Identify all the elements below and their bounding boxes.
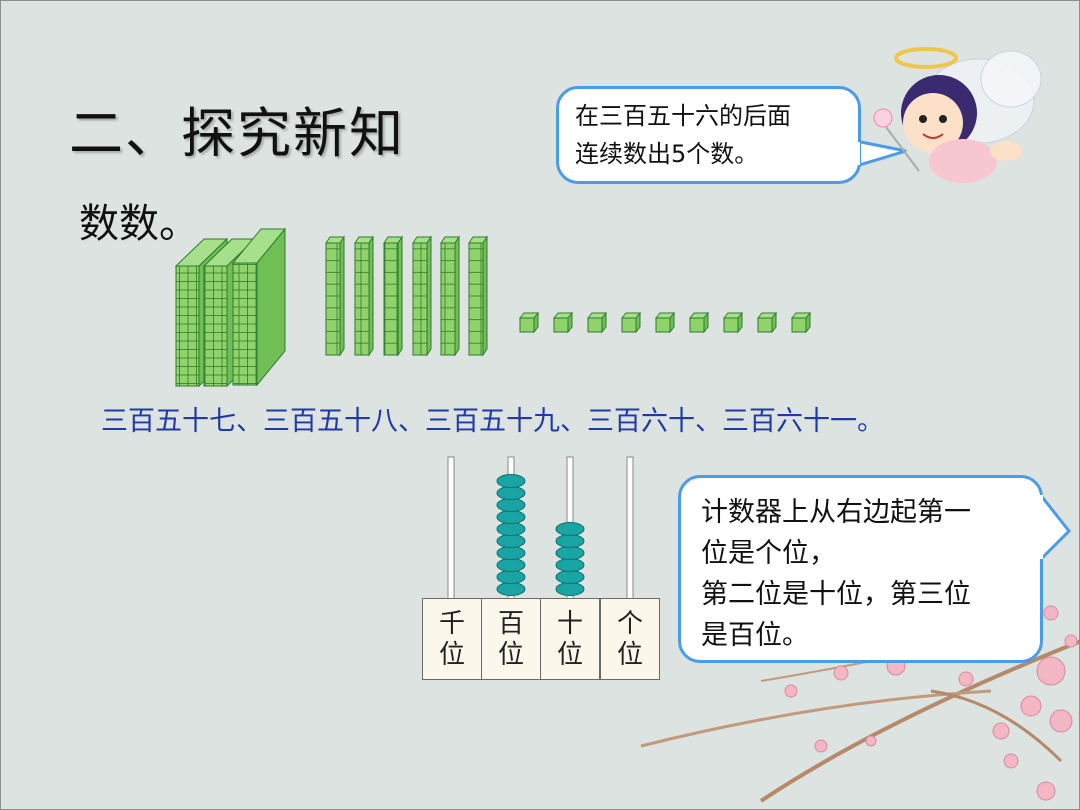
bubble-top-line: 在三百五十六的后面 [575, 102, 791, 130]
abacus-label-top: 个 [616, 609, 643, 639]
bubble-bottom-line: 第二位是十位，第三位 [701, 579, 971, 610]
slide-subtitle: 数数。 [79, 201, 199, 247]
abacus-bead [496, 474, 526, 488]
ten-rod [354, 235, 374, 357]
ten-rod [383, 235, 403, 357]
one-cube [552, 311, 574, 334]
one-cube [790, 311, 812, 334]
magic-wand-icon [873, 108, 893, 128]
ten-rod [468, 235, 488, 357]
slide-title: 二、探究新知 [69, 102, 405, 165]
one-cube [688, 311, 710, 334]
abacus-label-bottom: 位 [438, 640, 465, 670]
one-cube [654, 311, 676, 334]
abacus-bead [555, 522, 585, 536]
bubble-bottom-line: 是百位。 [701, 620, 809, 651]
face [903, 93, 963, 153]
one-cube [620, 311, 642, 334]
bubble-top-line: 连续数出5个数。 [575, 140, 759, 168]
dress [929, 139, 997, 183]
bubble-bottom-line: 位是个位， [701, 538, 836, 569]
abacus-label-bottom: 位 [616, 640, 643, 670]
bubble-bottom-line: 计数器上从右边起第一 [701, 497, 971, 528]
ten-rod [412, 235, 432, 357]
abacus-label-top: 十 [556, 609, 583, 639]
abacus-label-ones: 个 位 [600, 598, 660, 680]
one-cube [722, 311, 744, 334]
ten-rod [325, 235, 345, 357]
one-cube [586, 311, 608, 334]
ones-cubes [518, 311, 812, 334]
speech-bubble-top: 在三百五十六的后面 连续数出5个数。 [556, 86, 861, 184]
one-cube [756, 311, 778, 334]
abacus-label-top: 百 [497, 609, 524, 639]
tens-rods [325, 235, 488, 357]
speech-bubble-bottom: 计数器上从右边起第一 位是个位， 第二位是十位，第三位 是百位。 [678, 475, 1043, 663]
abacus-label-bottom: 位 [497, 640, 524, 670]
ten-rod [440, 235, 460, 357]
abacus-label-tens: 十 位 [540, 598, 600, 680]
abacus-label-bottom: 位 [556, 640, 583, 670]
abacus-label-thousands: 千 位 [422, 598, 482, 680]
abacus-beads [496, 474, 585, 596]
counting-sequence: 三百五十七、三百五十八、三百五十九、三百六十、三百六十一。 [101, 406, 884, 437]
one-cube [518, 311, 540, 334]
abacus-label-top: 千 [438, 609, 465, 639]
hundred-flat [231, 227, 287, 387]
hundreds-flats [174, 227, 287, 388]
halo-icon [894, 47, 958, 69]
